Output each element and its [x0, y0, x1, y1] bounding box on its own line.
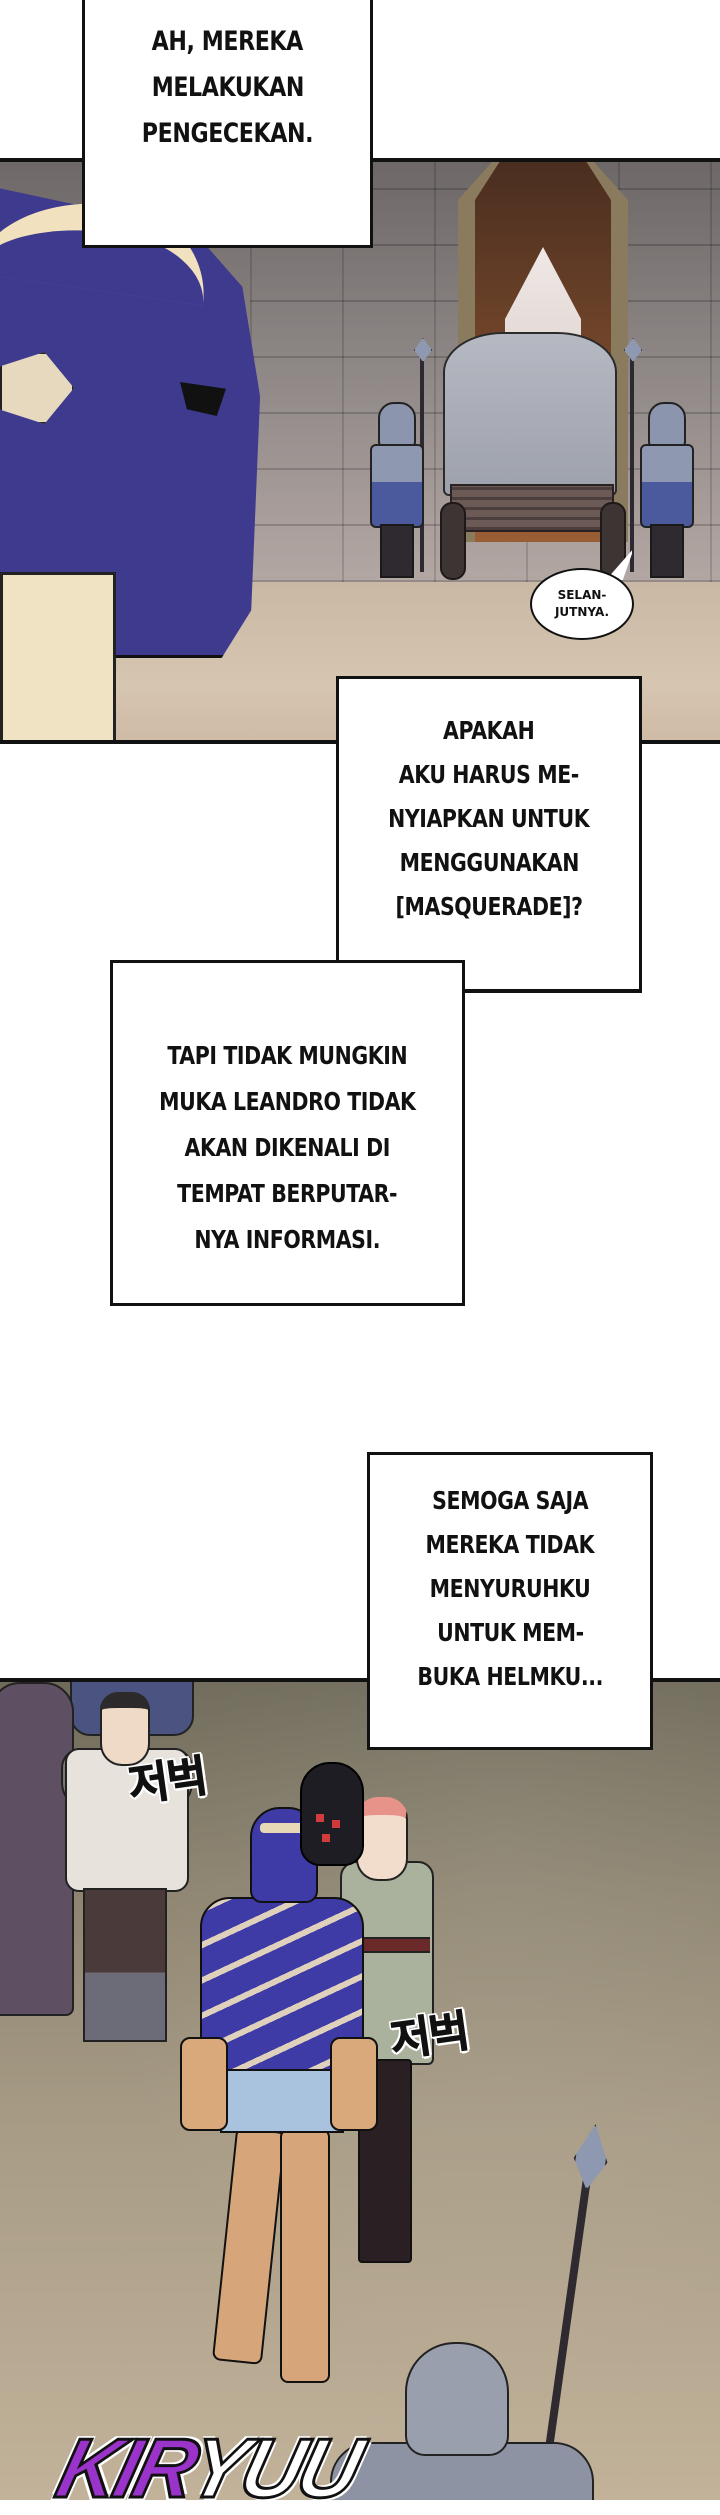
spear-icon	[630, 352, 634, 572]
footstep-sfx: 저벅	[125, 1750, 209, 1813]
caption-line: NYIAPKAN UNTUK	[388, 804, 590, 833]
caption-line: MENYURUHKU	[429, 1574, 591, 1603]
caption-line: NYA INFORMASI.	[194, 1225, 381, 1254]
villager-head	[100, 1692, 150, 1766]
guard-body	[640, 444, 694, 528]
caption-line: AKU HARUS ME-	[398, 760, 580, 789]
knight-leg	[211, 2127, 287, 2365]
guard-speech-bubble: SELAN- JUTNYA.	[530, 568, 634, 640]
narration-caption-3: TAPI TIDAK MUNGKIN MUKA LEANDRO TIDAK AK…	[110, 960, 465, 1306]
caption-line: UNTUK MEM-	[436, 1618, 584, 1647]
narration-caption-2: APAKAH AKU HARUS ME- NYIAPKAN UNTUK MENG…	[336, 676, 642, 992]
wagon-cover	[443, 332, 617, 496]
caption-line: AKAN DIKENALI DI	[184, 1133, 391, 1162]
narration-caption-1: AH, MEREKA MELAKUKAN PENGECEKAN.	[82, 0, 373, 248]
panel-gate-checkpoint	[0, 158, 720, 744]
caption-line: MUKA LEANDRO TIDAK	[159, 1087, 416, 1116]
caption-border-segment	[465, 990, 642, 993]
speech-line: JUTNYA.	[554, 605, 610, 619]
watermark-part-a: KIR	[47, 2420, 205, 2515]
caption-line: SEMOGA SAJA	[431, 1486, 589, 1515]
footstep-sfx: 저벅	[387, 2005, 471, 2068]
woman-head	[356, 1797, 408, 1881]
watermark-part-b: YUU	[178, 2420, 370, 2515]
caption-line: PENGECEKAN.	[141, 118, 314, 149]
caption-line: BUKA HELMKU...	[417, 1662, 603, 1691]
caption-line: MENGGUNAKAN	[399, 848, 579, 877]
knight-tunic	[220, 2069, 344, 2133]
guard-legs	[380, 524, 414, 578]
caption-line: APAKAH	[443, 716, 535, 745]
caption-line: [MASQUERADE]?	[395, 892, 583, 921]
guard-legs	[650, 524, 684, 578]
crow-icon	[300, 1762, 364, 1866]
villager-man	[55, 1692, 195, 2052]
panel-walking-crowd	[0, 1678, 720, 2500]
guard-right	[630, 352, 694, 582]
wagon-wheel	[440, 502, 466, 580]
guard-body	[370, 444, 424, 528]
caption-line: TAPI TIDAK MUNGKIN	[167, 1041, 408, 1070]
foreground-guard	[330, 2173, 594, 2500]
villager-legs	[83, 1888, 167, 2042]
guard-helmet	[648, 402, 686, 448]
knight-gauntlet	[180, 2037, 228, 2131]
knight-gauntlet	[330, 2037, 378, 2131]
caption-line: TEMPAT BERPUTAR-	[177, 1179, 398, 1208]
caption-line: AH, MEREKA	[151, 26, 304, 57]
guard-helmet	[378, 402, 416, 448]
knight-collar	[0, 572, 116, 740]
caption-line: MELAKUKAN	[151, 72, 304, 103]
guard-left	[370, 352, 424, 582]
villager-shirt	[65, 1748, 189, 1892]
scanlation-watermark: KIRYUU	[47, 2420, 370, 2515]
blue-armored-knight	[180, 1807, 378, 2387]
knight-leg	[280, 2129, 330, 2383]
caption-line: MEREKA TIDAK	[425, 1530, 595, 1559]
wagon-bed	[450, 484, 614, 532]
narration-caption-4: SEMOGA SAJA MEREKA TIDAK MENYURUHKU UNTU…	[367, 1452, 653, 1750]
guard-helmet	[405, 2342, 509, 2456]
speech-line: SELAN-	[557, 588, 607, 602]
